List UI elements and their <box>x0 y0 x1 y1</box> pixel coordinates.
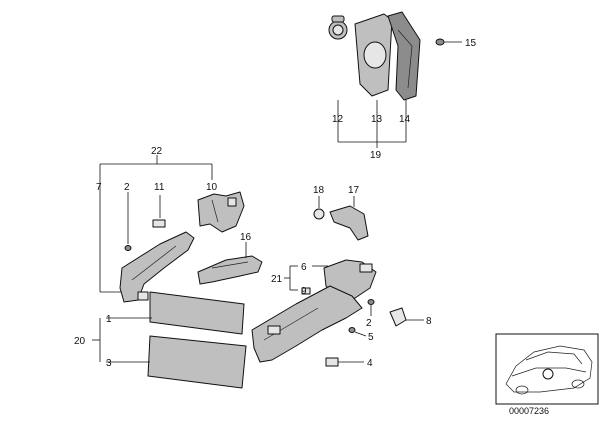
callout-15: 15 <box>465 38 477 49</box>
callout-18: 18 <box>313 185 325 196</box>
part-12-grommet[interactable] <box>328 15 348 40</box>
part-15-screw[interactable] <box>435 38 462 46</box>
callout-9-upper: 9 <box>301 286 307 297</box>
callout-5: 5 <box>368 332 374 343</box>
callout-14: 14 <box>399 114 411 125</box>
part-17-bracket[interactable] <box>329 196 369 241</box>
part-16-trim-piece[interactable] <box>197 242 263 285</box>
part-3-strip[interactable] <box>106 335 247 389</box>
callout-22: 22 <box>151 146 163 157</box>
part-5-screw[interactable] <box>348 327 367 337</box>
drawing-number: 00007236 <box>509 406 549 416</box>
part-4-clip[interactable] <box>325 357 364 367</box>
part-13-cover[interactable] <box>354 13 393 97</box>
part-2-screw-right[interactable] <box>367 299 375 317</box>
callout-4: 4 <box>367 358 373 369</box>
part-9-clip-upper[interactable] <box>301 287 311 295</box>
callout-2-left: 2 <box>124 182 130 193</box>
callout-8: 8 <box>426 316 432 327</box>
part-1-panel[interactable] <box>106 291 245 335</box>
part-14-trim-strip[interactable] <box>387 11 421 101</box>
callout-17: 17 <box>348 185 360 196</box>
part-10-bracket[interactable] <box>197 191 245 233</box>
callout-13: 13 <box>371 114 383 125</box>
car-thumbnail <box>495 333 599 405</box>
callout-20: 20 <box>74 336 86 347</box>
callout-16: 16 <box>240 232 252 243</box>
callout-1: 1 <box>106 314 112 325</box>
part-8-bracket[interactable] <box>389 307 424 327</box>
callout-6: 6 <box>301 262 307 273</box>
callout-12: 12 <box>332 114 344 125</box>
callout-3: 3 <box>106 358 112 369</box>
callout-2-right: 2 <box>366 318 372 329</box>
part-18-clip[interactable] <box>313 196 325 220</box>
callout-21: 21 <box>271 274 283 285</box>
callout-7: 7 <box>96 182 102 193</box>
part-2-screw-left[interactable] <box>124 192 132 251</box>
part-7-side-trim[interactable] <box>119 231 195 303</box>
callout-10: 10 <box>206 182 218 193</box>
part-11-clip[interactable] <box>152 195 166 228</box>
callout-11: 11 <box>154 182 165 193</box>
right-lower-trim[interactable] <box>251 285 363 363</box>
callout-19: 19 <box>370 150 382 161</box>
